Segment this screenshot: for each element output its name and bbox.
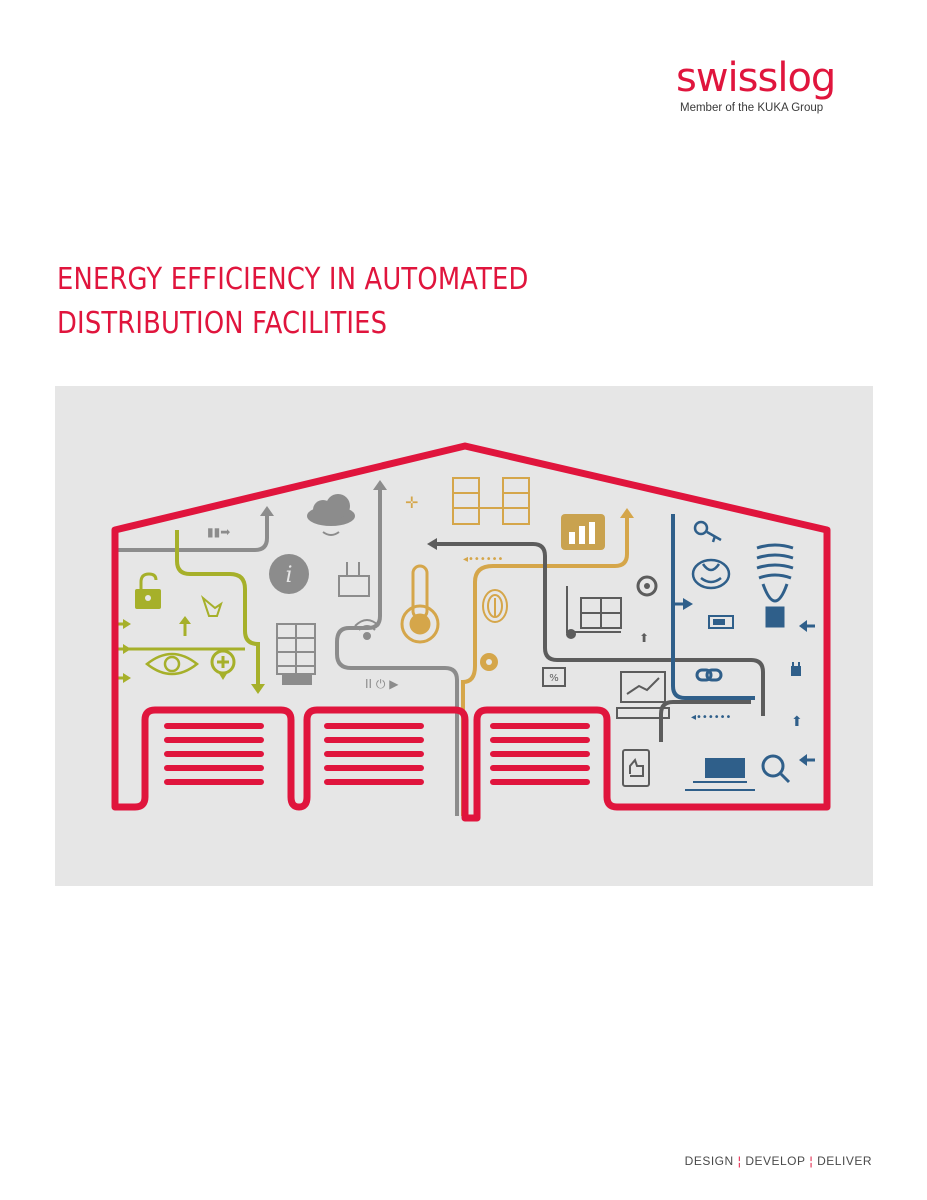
footer-separator: ¦ (737, 1154, 742, 1168)
logo-wordmark: swisslog (676, 55, 836, 101)
building-outline (111, 442, 831, 822)
flow-line-blue (671, 514, 755, 700)
door-right (490, 723, 590, 785)
flow-line-dark (435, 542, 765, 716)
svg-text:▮▮➡: ▮▮➡ (207, 525, 230, 539)
svg-text:⬆: ⬆ (639, 631, 649, 645)
flow-line-gray-center (335, 486, 459, 816)
title-line-1: ENERGY EFFICIENCY IN AUTOMATED (57, 262, 529, 297)
footer-tagline: DESIGN¦DEVELOP¦DELIVER (685, 1154, 872, 1168)
door-center (324, 723, 424, 785)
warehouse-illustration: ▮▮➡ i (55, 386, 873, 886)
percent-icon: % (542, 667, 566, 687)
svg-text:⬆: ⬆ (791, 714, 803, 730)
page-title: ENERGY EFFICIENCY IN AUTOMATED DISTRIBUT… (57, 258, 529, 346)
key-icon (693, 520, 722, 543)
shelving-icon (276, 623, 316, 685)
bar-chart-icon (561, 514, 605, 550)
footer-word-develop: DEVELOP (745, 1154, 806, 1168)
brain-icon (691, 558, 731, 590)
warehouse-illustration-svg: ▮▮➡ i (111, 442, 831, 822)
gear-icon-gold (480, 653, 498, 671)
forklift-icon (566, 586, 622, 639)
plug-icon (791, 662, 801, 676)
fingerprint-icon (482, 589, 508, 623)
thermometer-icon (400, 564, 440, 644)
eye-icon (144, 652, 200, 676)
door-left (164, 723, 264, 785)
footer-word-deliver: DELIVER (817, 1154, 872, 1168)
chain-link-icon (695, 668, 723, 682)
wifi-icon (354, 619, 380, 640)
flow-line-gold (461, 514, 629, 816)
gear-icon (636, 575, 658, 597)
shelving-gold-icon (452, 477, 530, 525)
padlock-icon (135, 572, 161, 609)
svg-text:◂••••••: ◂•••••• (691, 712, 731, 723)
hand-pointer-icon (200, 594, 223, 617)
svg-text:i: i (285, 563, 292, 588)
svg-text:✛: ✛ (405, 493, 418, 512)
title-line-2: DISTRIBUTION FACILITIES (57, 306, 388, 341)
location-plus-icon (210, 649, 236, 680)
flow-line-gray-left (115, 514, 269, 552)
battery-icon (708, 615, 734, 629)
search-chart-icon (761, 754, 791, 784)
tablet-thumbs-up-icon (622, 749, 650, 787)
info-icon: i (269, 554, 309, 594)
brand-logo: swisslog Member of the KUKA Group (676, 56, 876, 114)
lightbulb-icon (756, 543, 794, 628)
logo-tagline: Member of the KUKA Group (680, 102, 824, 114)
footer-word-design: DESIGN (684, 1154, 734, 1168)
flow-line-olive (175, 530, 260, 686)
svg-text:◂••••••: ◂•••••• (463, 554, 503, 565)
play-pause-icon: II ⏻ ▶ (365, 677, 399, 691)
shuttle-icon (685, 758, 755, 791)
svg-text:%: % (549, 673, 559, 684)
footer-separator: ¦ (809, 1154, 814, 1168)
cloud-icon (307, 494, 355, 536)
monitor-chart-icon (616, 671, 670, 719)
factory-icon (338, 562, 370, 597)
